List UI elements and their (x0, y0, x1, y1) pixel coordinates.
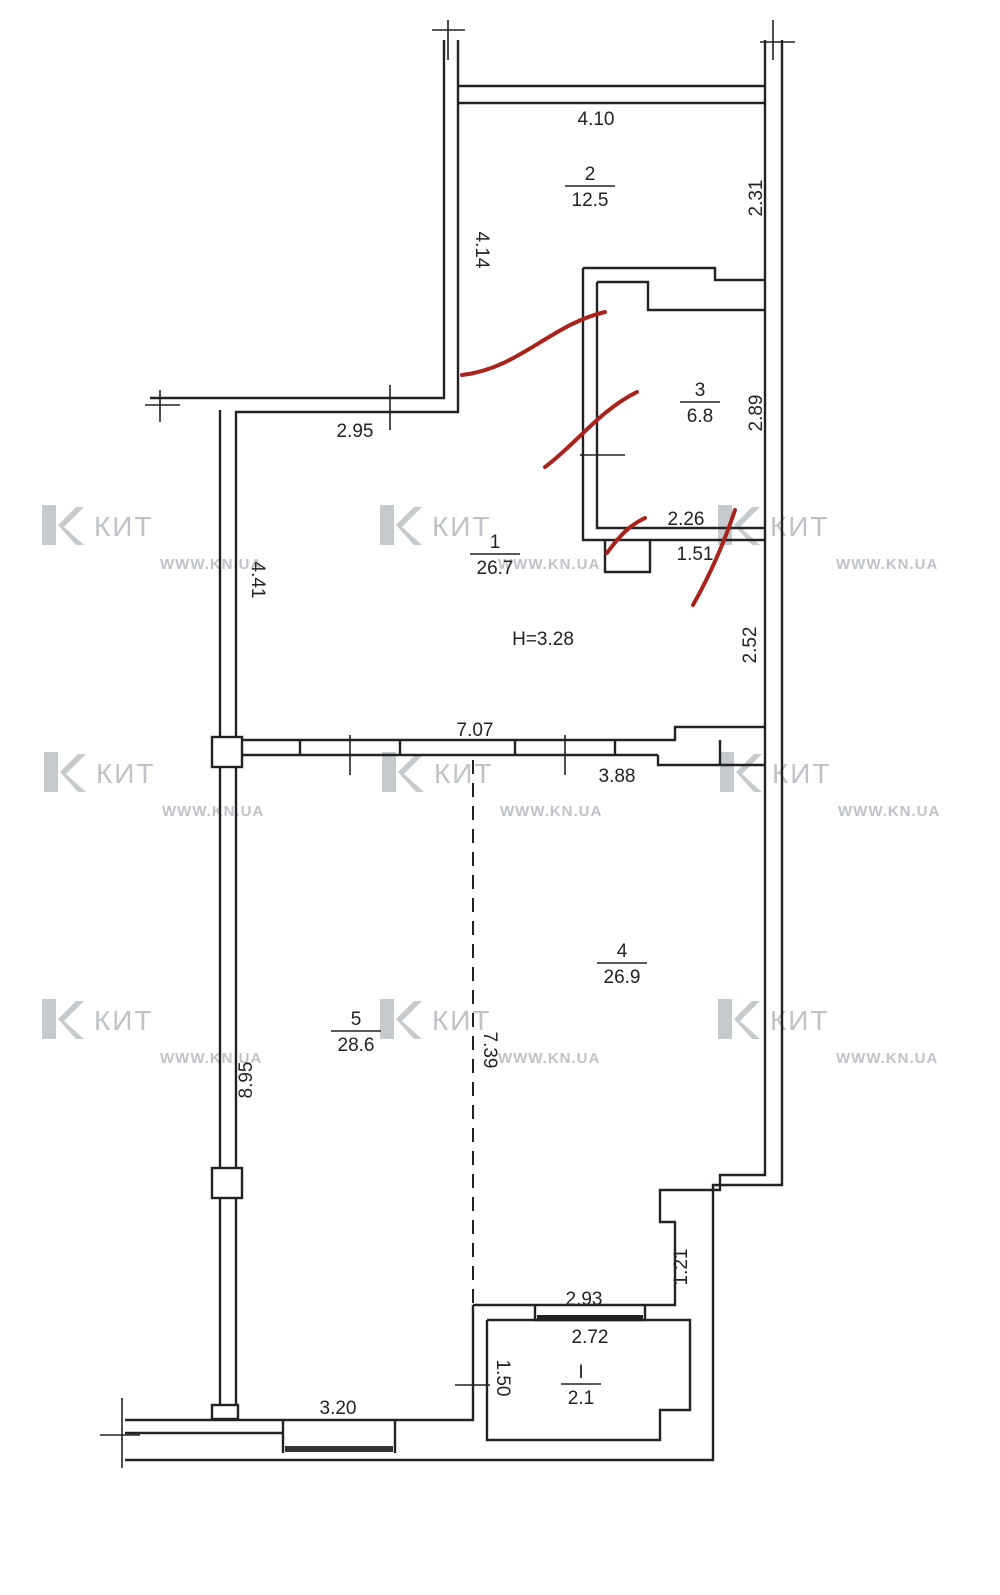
watermark-url: WWW.KN.UA (836, 1050, 938, 1067)
room-2-number: 2 (585, 164, 596, 185)
watermark: КИТ WWW.KN.UA (44, 752, 264, 820)
column (210, 735, 244, 769)
wall-right-outer (125, 40, 784, 1462)
room-4-number: 4 (617, 941, 628, 962)
watermark: КИТ WWW.KN.UA (380, 505, 600, 573)
watermark-url: WWW.KN.UA (838, 803, 940, 820)
dim-label: 4.10 (578, 109, 615, 130)
room-3-area: 6.8 (687, 406, 713, 427)
watermark-url: WWW.KN.UA (160, 556, 262, 573)
dimensions: 4.10 2.31 4.14 2.95 2.89 2.26 1.51 4.41 … (236, 109, 767, 1419)
walls (100, 20, 795, 1468)
dim-label: 2.95 (337, 421, 374, 442)
wall-top (458, 84, 765, 105)
wall-storage (125, 1305, 692, 1442)
red-markup (460, 310, 737, 607)
kit-logo-icon (42, 999, 84, 1039)
watermark-brand: КИТ (96, 758, 156, 789)
kit-logo-icon (42, 505, 84, 545)
dim-label: 3.88 (599, 766, 636, 787)
kit-logo-icon (718, 999, 760, 1039)
watermark: КИТ WWW.KN.UA (382, 752, 602, 820)
wall-room-4-right (473, 540, 767, 1307)
watermark-brand: КИТ (94, 511, 154, 542)
dim-label: 2.31 (746, 180, 767, 217)
kit-logo-icon (44, 752, 86, 792)
column (210, 1403, 240, 1421)
watermark-brand: КИТ (770, 1005, 830, 1036)
wall-niche (603, 540, 652, 574)
wall-middle-window (242, 738, 658, 757)
watermark-url: WWW.KN.UA (498, 1050, 600, 1067)
markup-line (605, 516, 647, 555)
watermark-brand: КИТ (770, 511, 830, 542)
watermark-brand: КИТ (432, 1005, 492, 1036)
watermark-brand: КИТ (434, 758, 494, 789)
room-storage-area: 2.1 (568, 1388, 594, 1409)
watermark-url: WWW.KN.UA (836, 556, 938, 573)
dim-label: 8.95 (236, 1062, 257, 1099)
dim-label: 2.52 (740, 627, 761, 664)
wall-room-3 (581, 266, 765, 542)
kit-logo-icon (380, 999, 422, 1039)
room-1-number: 1 (490, 532, 501, 553)
watermark-brand: КИТ (432, 511, 492, 542)
door-threshold (537, 1315, 643, 1320)
ceiling-height: H=3.28 (512, 629, 574, 650)
kit-logo-icon (382, 752, 424, 792)
watermark: КИТ WWW.KN.UA (42, 505, 262, 573)
room-1-area: 26.7 (477, 558, 514, 579)
dim-label: 1.50 (492, 1360, 513, 1397)
watermark: КИТ WWW.KN.UA (718, 999, 938, 1067)
dim-label: 2.72 (572, 1327, 609, 1348)
window-sill (285, 1446, 393, 1452)
watermark-brand: КИТ (94, 1005, 154, 1036)
watermark-url: WWW.KN.UA (162, 803, 264, 820)
kit-logo-icon (720, 752, 762, 792)
dim-label: 7.39 (479, 1032, 500, 1069)
dim-label: 7.07 (457, 720, 494, 741)
dim-label: 1.21 (671, 1249, 692, 1286)
room-storage-number: I (578, 1362, 583, 1383)
room-2-area: 12.5 (572, 190, 609, 211)
kit-logo-icon (380, 505, 422, 545)
watermark-url: WWW.KN.UA (498, 556, 600, 573)
watermarks: КИТ WWW.KN.UA КИТ WWW.KN.UA КИТ WWW.KN.UA К… (42, 505, 940, 1067)
markup-line (691, 508, 737, 607)
column (210, 1166, 244, 1200)
room-labels: 2 12.5 3 6.8 1 26.7 H=3.28 4 26.9 5 28.6… (331, 164, 720, 1409)
room-3-number: 3 (695, 380, 706, 401)
watermark: КИТ WWW.KN.UA (718, 505, 938, 573)
wall-left (218, 410, 238, 1405)
markup-line (543, 390, 639, 469)
dim-label: 2.93 (566, 1289, 603, 1310)
dim-label: 4.41 (247, 562, 268, 599)
markup-line (460, 310, 607, 377)
watermark: КИТ WWW.KN.UA (380, 999, 600, 1067)
dim-label: 4.14 (471, 232, 492, 269)
dim-label: 2.89 (746, 395, 767, 432)
wall-middle-block (656, 725, 765, 767)
wall-bottom-window (125, 1420, 397, 1453)
room-4-area: 26.9 (604, 967, 641, 988)
room-5-area: 28.6 (338, 1035, 375, 1056)
dim-label: 2.26 (668, 509, 705, 530)
watermark-url: WWW.KN.UA (500, 803, 602, 820)
kit-logo-icon (718, 505, 760, 545)
dim-label: 3.20 (320, 1398, 357, 1419)
axis-ticks (100, 20, 795, 1468)
wall-upper-left (150, 40, 460, 737)
room-5-number: 5 (351, 1009, 362, 1030)
dim-label: 1.51 (677, 544, 714, 565)
